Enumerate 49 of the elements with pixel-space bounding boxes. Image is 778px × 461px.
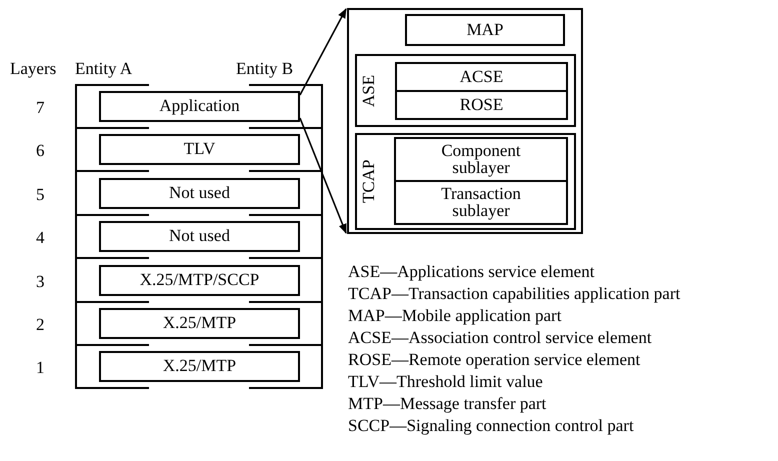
layer-box <box>99 308 300 339</box>
layer-box <box>99 91 300 122</box>
layer-box <box>394 180 568 225</box>
abbreviation-note: ASE—Applications service element <box>348 263 594 280</box>
abbreviation-note: ROSE—Remote operation service element <box>348 351 640 368</box>
layer-name: ROSE <box>460 96 504 114</box>
layer-name: Application <box>159 98 240 115</box>
layer-number: 4 <box>36 229 44 246</box>
layer-name: Not used <box>169 228 230 245</box>
layer-name: X.25/MTP <box>162 315 236 332</box>
column-heading: Entity B <box>236 60 294 77</box>
layer-name: Transaction sublayer <box>440 186 522 219</box>
layer-box <box>395 62 568 92</box>
layer-number: 6 <box>36 142 44 159</box>
layer-number: 2 <box>36 316 44 333</box>
group-box <box>355 133 576 230</box>
layer-number: 7 <box>36 99 44 116</box>
abbreviation-note: MAP—Mobile application part <box>348 307 562 324</box>
layer-box <box>99 178 300 209</box>
abbreviation-note: TCAP—Transaction capabilities application part <box>348 285 680 302</box>
layer-box <box>405 14 565 46</box>
layer-name: TLV <box>184 141 216 158</box>
group-title: TCAP <box>361 158 378 206</box>
layer-number: 3 <box>36 273 44 290</box>
abbreviation-note: TLV—Threshold limit value <box>348 373 543 390</box>
layer-name: X.25/MTP <box>162 358 236 375</box>
layer-name: Not used <box>169 185 230 202</box>
column-heading: Entity A <box>75 60 132 77</box>
group-box <box>355 54 576 127</box>
layer-box <box>99 265 300 296</box>
layer-box <box>99 351 300 382</box>
layer-box <box>99 221 300 252</box>
abbreviation-note: MTP—Message transfer part <box>348 395 546 412</box>
abbreviation-note: ACSE—Association control service element <box>348 329 652 346</box>
abbreviation-note: SCCP—Signaling connection control part <box>348 417 634 434</box>
group-title: ASE <box>361 73 378 109</box>
layer-name: X.25/MTP/SCCP <box>140 272 260 289</box>
layer-box <box>394 137 568 182</box>
layer-name: MAP <box>466 22 504 38</box>
layer-number: 1 <box>36 359 44 376</box>
expanded-layer-box <box>347 8 583 234</box>
layer-name: Component sublayer <box>440 143 522 176</box>
layer-number: 5 <box>36 186 44 203</box>
arrow <box>299 8 347 96</box>
layer-name: ACSE <box>460 68 504 86</box>
layer-box <box>395 90 568 120</box>
column-heading: Layers <box>10 60 56 77</box>
layer-box <box>99 134 300 165</box>
arrow <box>299 118 347 234</box>
